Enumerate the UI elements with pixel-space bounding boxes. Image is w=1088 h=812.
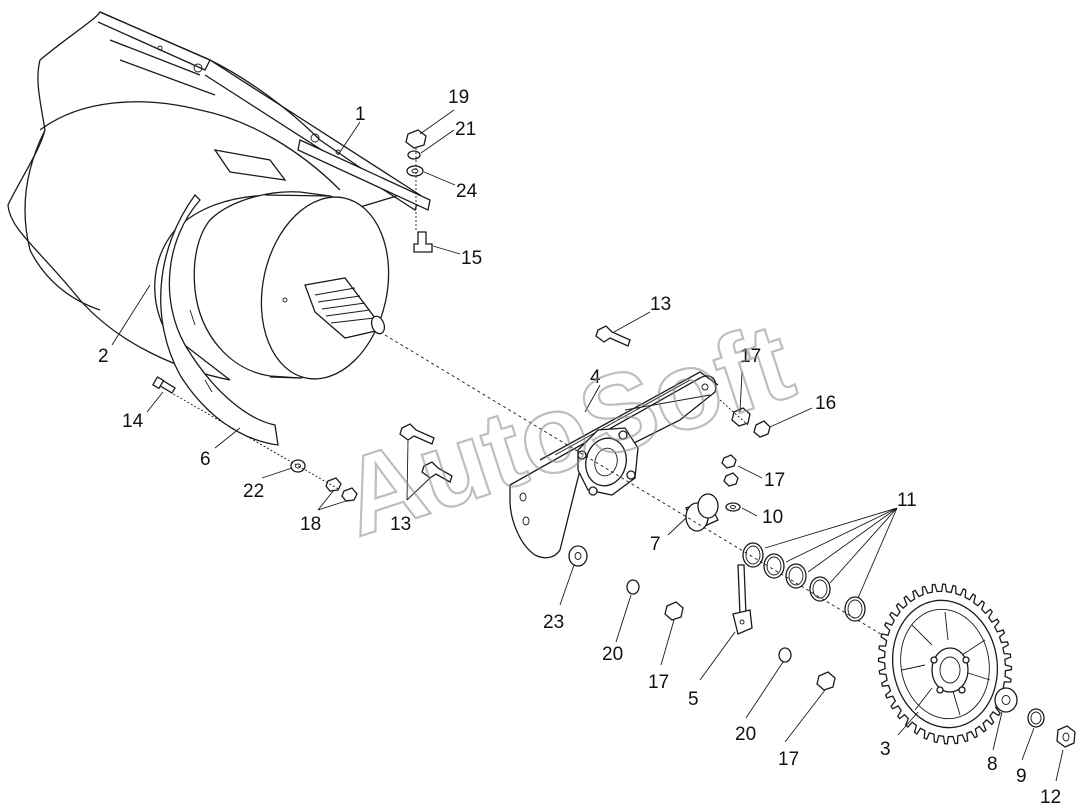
label-13-bottom: 13 — [390, 514, 411, 535]
label-5: 5 — [688, 689, 699, 710]
part-14-bolt — [152, 376, 176, 394]
rotor-drum — [193, 191, 390, 380]
part-20-washer-a — [626, 579, 640, 595]
part-23-washer — [568, 545, 588, 567]
label-19: 19 — [448, 87, 469, 108]
part-7-bushing — [685, 493, 719, 532]
label-4: 4 — [590, 367, 601, 388]
splined-shaft — [304, 277, 386, 339]
part-5-tension-bolt — [732, 564, 753, 635]
label-24: 24 — [456, 181, 478, 202]
label-9: 9 — [1016, 766, 1027, 787]
label-16: 16 — [815, 393, 836, 414]
label-14: 14 — [122, 411, 144, 432]
label-20-right: 20 — [735, 724, 756, 745]
label-8: 8 — [987, 754, 998, 775]
part-9-ring — [1027, 708, 1045, 728]
end-fasteners — [994, 687, 1076, 748]
label-23: 23 — [543, 612, 564, 633]
label-21: 21 — [455, 119, 476, 140]
leader-lines — [111, 109, 1064, 782]
part-10-washer — [725, 502, 741, 512]
top-fasteners — [405, 129, 433, 253]
part-6-curved-strip — [160, 194, 279, 446]
label-17-mid: 17 — [764, 470, 785, 491]
part-labels: 1 2 3 4 5 6 7 8 9 10 11 12 13 13 14 15 1… — [98, 87, 1061, 808]
part-17-nut-c — [664, 601, 684, 621]
label-10: 10 — [762, 507, 783, 528]
lower-fasteners — [568, 545, 836, 691]
part-17-nut-d — [816, 671, 836, 691]
label-13-top: 13 — [650, 294, 671, 315]
label-17-bottom: 17 — [778, 749, 799, 770]
part-24-washer — [406, 165, 424, 177]
label-1: 1 — [355, 104, 366, 125]
part-17-nut-b — [721, 454, 739, 487]
label-11: 11 — [897, 490, 917, 511]
label-12: 12 — [1040, 787, 1061, 808]
part-4-arm-plate — [509, 371, 719, 559]
label-17-lower: 17 — [648, 672, 669, 693]
label-18: 18 — [300, 514, 321, 535]
label-17-top: 17 — [740, 346, 761, 367]
right-fasteners — [719, 399, 771, 512]
part-11-rings — [742, 542, 866, 622]
label-20-left: 20 — [602, 644, 623, 665]
part-18-nuts — [325, 477, 358, 502]
label-3: 3 — [880, 739, 891, 760]
part-15-bolt — [413, 231, 433, 253]
part-8-washer — [994, 687, 1018, 713]
part-21-washer — [407, 150, 421, 160]
part-17-nut-a — [731, 407, 751, 427]
label-2: 2 — [98, 346, 109, 367]
label-15: 15 — [461, 248, 482, 269]
part-3-sprocket — [877, 583, 1013, 745]
part-20-washer-b — [778, 647, 792, 663]
part-13-bolts — [399, 325, 631, 483]
part-12-nut — [1056, 725, 1076, 748]
label-22: 22 — [243, 481, 264, 502]
label-6: 6 — [200, 449, 211, 470]
part-22-washer — [290, 459, 306, 473]
part-19-nut — [405, 129, 427, 149]
left-fasteners — [152, 376, 358, 502]
label-7: 7 — [650, 534, 661, 555]
part-16-nut — [753, 420, 771, 438]
part-2-housing — [7, 11, 421, 381]
